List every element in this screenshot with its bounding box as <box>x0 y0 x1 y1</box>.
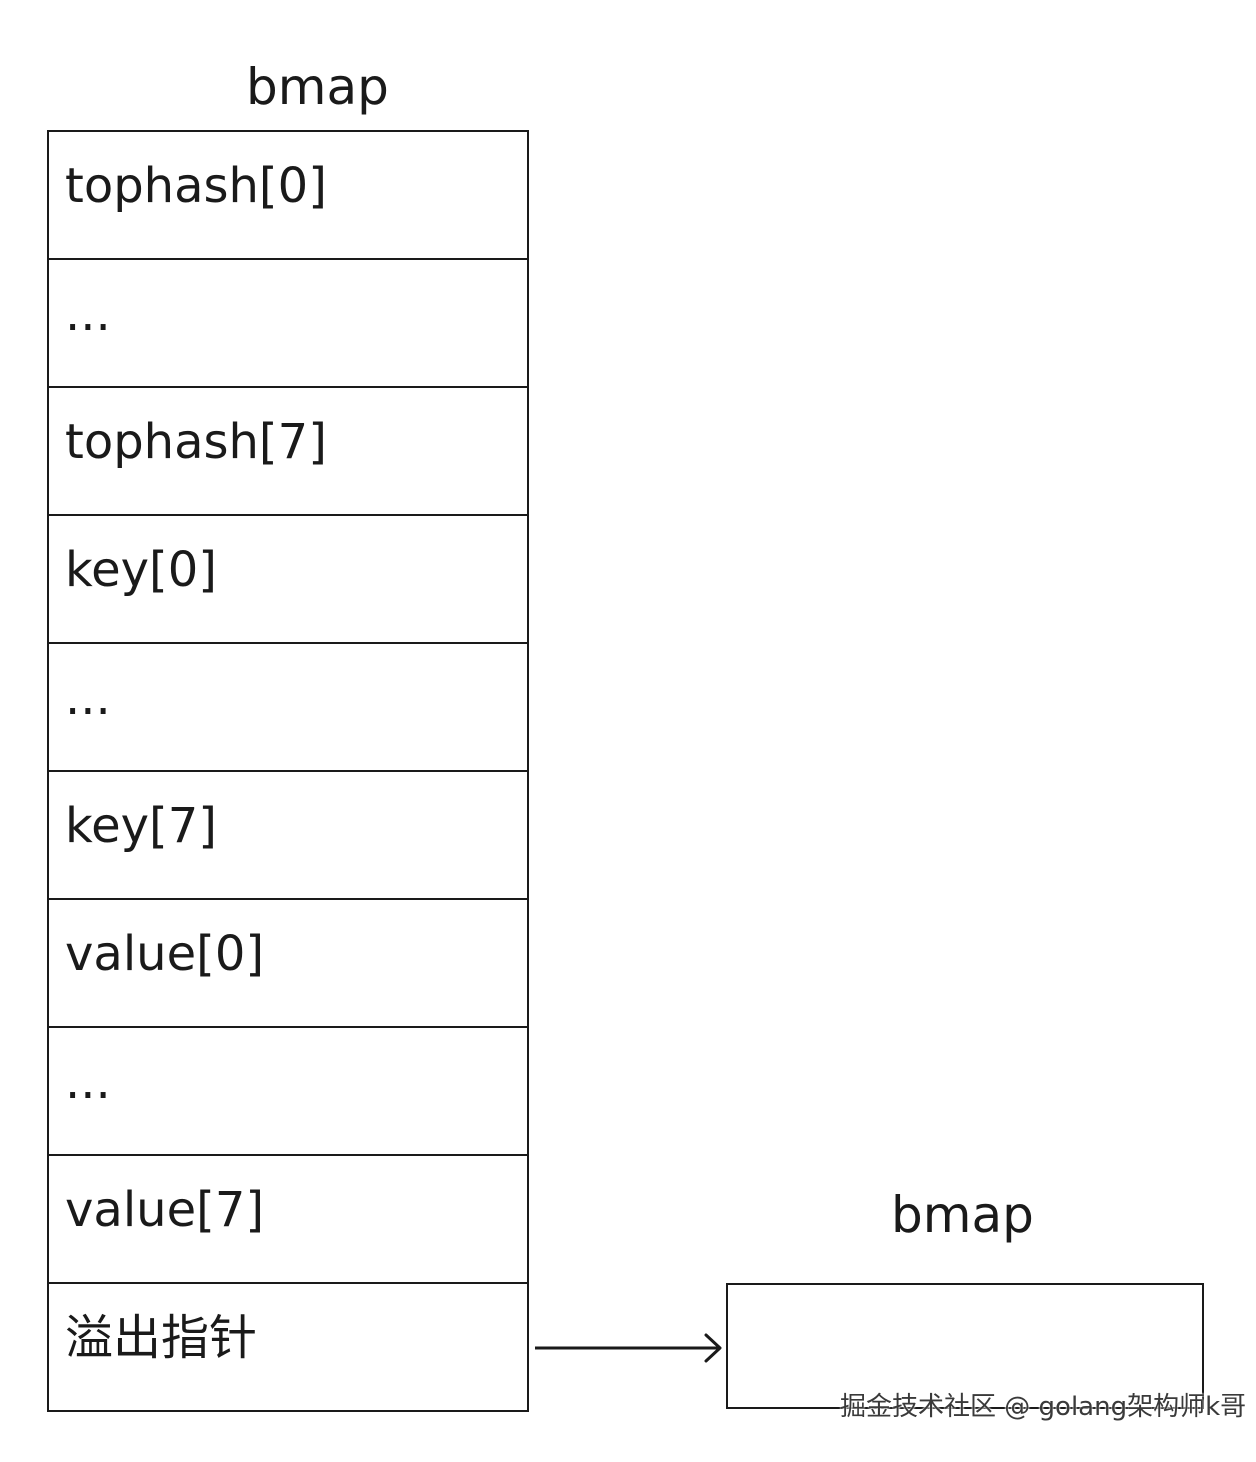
slot-value-0: value[0] <box>49 900 527 1028</box>
slot-label: tophash[0] <box>65 158 327 214</box>
overflow-bmap-box <box>726 1283 1204 1409</box>
slot-overflow-pointer: 溢出指针 <box>49 1284 527 1410</box>
slot-label: ... <box>65 1054 111 1110</box>
slot-label: ... <box>65 670 111 726</box>
slot-value-ellipsis: ... <box>49 1028 527 1156</box>
slot-label: ... <box>65 286 111 342</box>
slot-key-7: key[7] <box>49 772 527 900</box>
slot-label: value[7] <box>65 1182 265 1238</box>
arrow-head <box>704 1333 722 1363</box>
main-bmap-struct: tophash[0] ... tophash[7] key[0] ... key… <box>47 130 529 1412</box>
slot-label: tophash[7] <box>65 414 327 470</box>
slot-value-7: value[7] <box>49 1156 527 1284</box>
slot-key-0: key[0] <box>49 516 527 644</box>
slot-label: value[0] <box>65 926 265 982</box>
slot-key-ellipsis: ... <box>49 644 527 772</box>
overflow-bmap-title: bmap <box>891 1186 1034 1244</box>
slot-tophash-0: tophash[0] <box>49 132 527 260</box>
slot-label: key[0] <box>65 542 218 598</box>
slot-tophash-7: tophash[7] <box>49 388 527 516</box>
slot-tophash-ellipsis: ... <box>49 260 527 388</box>
watermark: 掘金技术社区 @ golang架构师k哥 <box>840 1392 1247 1422</box>
slot-label: key[7] <box>65 798 218 854</box>
main-bmap-title: bmap <box>246 58 389 116</box>
slot-label: 溢出指针 <box>65 1310 258 1366</box>
